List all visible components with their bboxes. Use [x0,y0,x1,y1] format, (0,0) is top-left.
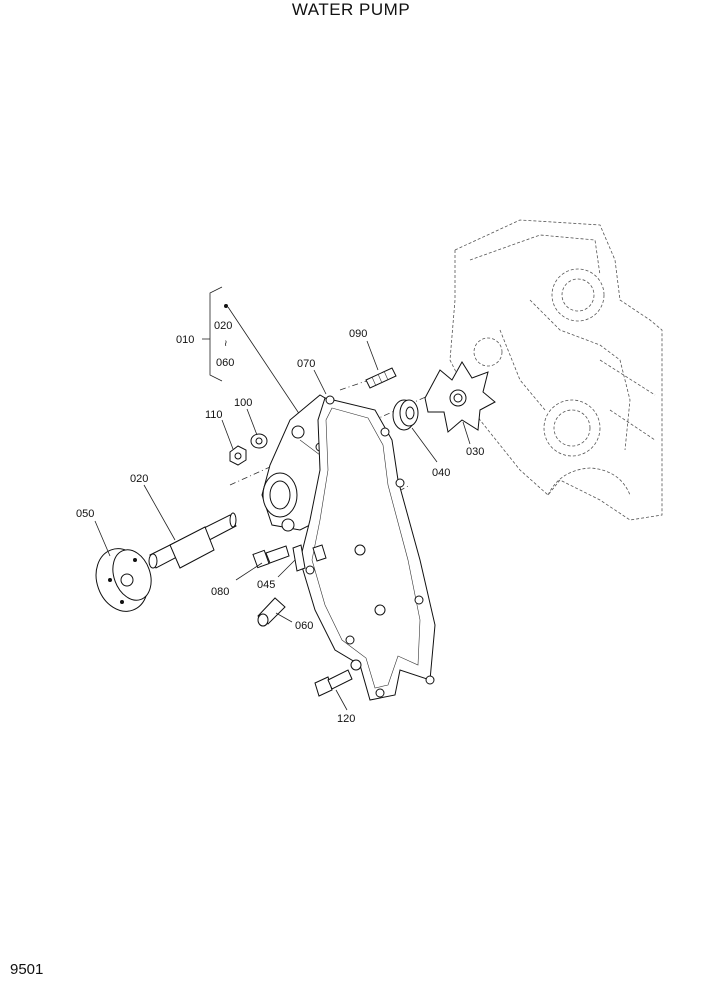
callout-020-kit: 020 [214,320,232,332]
callout-120: 120 [337,713,355,725]
callout-range: ~ [219,340,231,346]
callout-010: 010 [176,334,194,346]
bullet-dot [224,304,228,308]
impeller [424,361,496,433]
leader-lines [94,340,471,711]
callout-080: 080 [211,586,229,598]
callout-070: 070 [297,358,315,370]
page-title: WATER PUMP [291,0,411,19]
callout-050: 050 [76,508,94,520]
callout-040: 040 [432,467,450,479]
callout-060: 060 [295,620,313,632]
stud-bolt [365,367,397,389]
callout-090: 090 [349,328,367,340]
kit-bracket [202,286,301,416]
shaft-bearing [148,512,237,569]
callout-110: 110 [205,409,223,421]
mechanical-seal [392,399,419,431]
page-number: 9501 [10,961,44,978]
nut [229,445,247,466]
callout-100: 100 [234,397,252,409]
washer [250,433,268,449]
pump-gasket [299,395,436,701]
callout-060-kit: 060 [216,357,234,369]
callout-045: 045 [257,579,275,591]
plug [257,597,286,627]
pulley-flange [95,548,152,612]
dowel-pin [292,544,327,572]
bolt-080 [252,545,290,569]
callout-labels: 010 020 ~ 060 090 070 100 110 020 050 04… [76,320,484,725]
callout-030: 030 [466,446,484,458]
callout-020: 020 [130,473,148,485]
engine-block-outline [449,219,663,521]
bolt-120 [314,659,362,697]
